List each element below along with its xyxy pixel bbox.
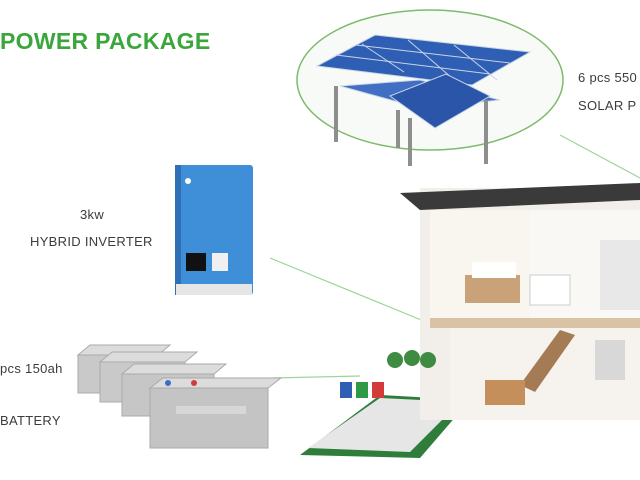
battery-name-label: BATTERY (0, 413, 61, 428)
page-title: POWER PACKAGE (0, 28, 211, 54)
solar-quantity-label: 6 pcs 550 (578, 70, 638, 85)
battery-bank-image (76, 344, 283, 449)
solar-panel-array-image (296, 9, 564, 166)
inverter-name-label: HYBRID INVERTER (30, 234, 153, 249)
inverter-power-label: 3kw (80, 207, 105, 222)
battery-quantity-label: pcs 150ah (0, 361, 63, 376)
solar-name-label: SOLAR P (578, 98, 637, 113)
house-cutaway-image (300, 183, 640, 458)
hybrid-inverter-image (175, 165, 253, 295)
